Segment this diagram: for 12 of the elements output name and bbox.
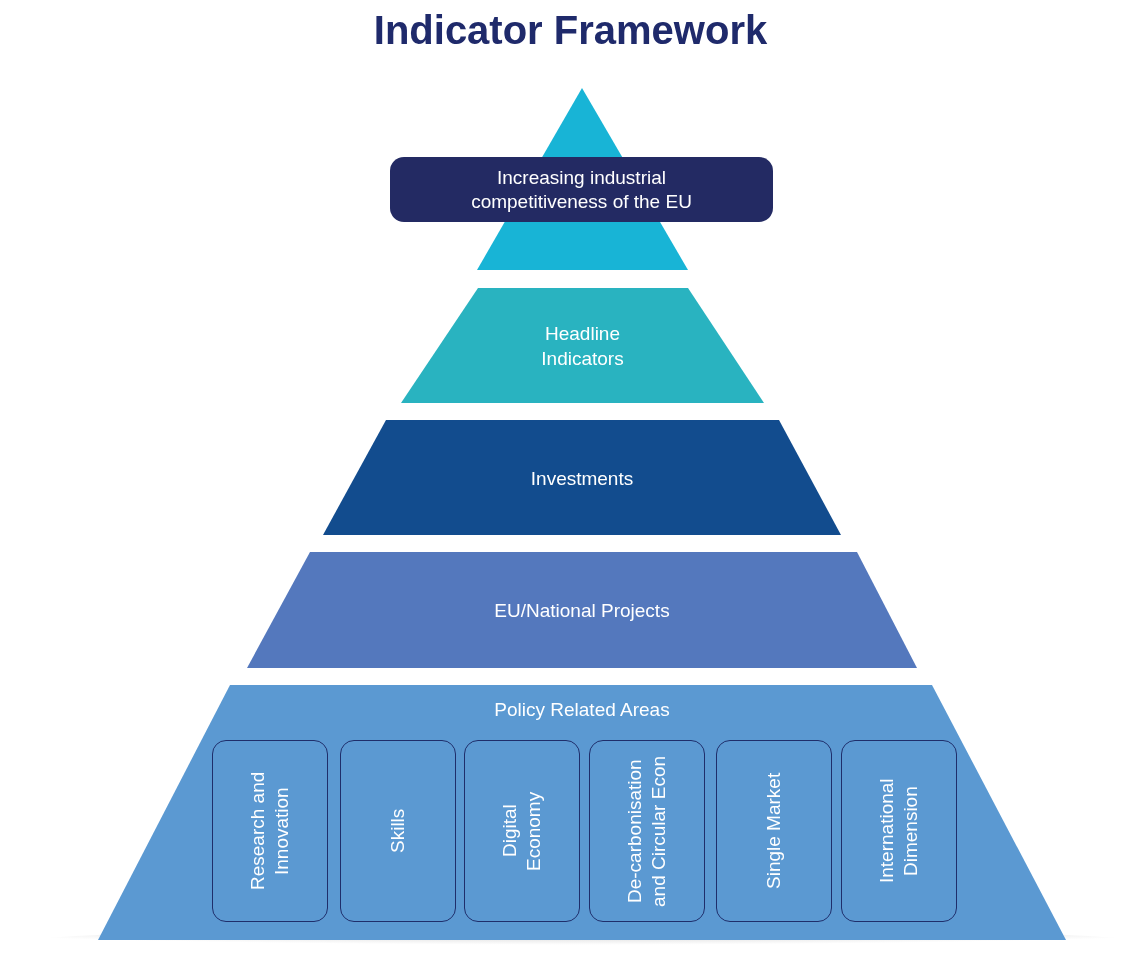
tier-label: Headline Indicators xyxy=(540,322,625,371)
category-box: Skills xyxy=(340,740,456,922)
goal-box: Increasing industrial competitiveness of the EU xyxy=(390,157,773,222)
category-box: International Dimension xyxy=(841,740,957,922)
title: Indicator Framework xyxy=(373,8,768,52)
tier-heading: Policy Related Areas xyxy=(494,698,670,722)
category-box: De-carbonisation and Circular Econ xyxy=(589,740,705,922)
category-box: Single Market xyxy=(716,740,832,922)
tier-label: EU/National Projects xyxy=(494,599,670,623)
tier-label: Investments xyxy=(530,467,634,491)
category-box: Research and Innovation xyxy=(212,740,328,922)
category-box: Digital Economy xyxy=(464,740,580,922)
